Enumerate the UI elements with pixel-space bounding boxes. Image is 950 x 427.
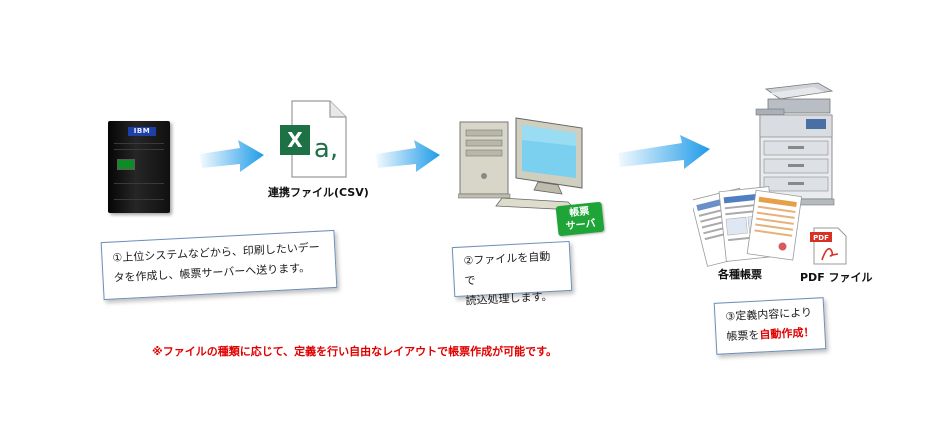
callout-text: ②ファイルを自動で xyxy=(463,249,551,288)
callout-step2: ②ファイルを自動で 読込処理します。 xyxy=(451,240,573,307)
printer-icon xyxy=(755,82,835,206)
desktop-pc-icon xyxy=(458,117,583,211)
server-divider xyxy=(114,183,164,184)
reports-label: 各種帳票 xyxy=(718,268,762,281)
excel-file-icon: X a, xyxy=(280,100,347,178)
callout-highlight: 自動作成！ xyxy=(759,325,815,342)
callout-step1: ①上位システムなどから、印刷したいデー タを作成し、帳票サーバーへ送ります。 xyxy=(100,229,338,301)
server-divider xyxy=(114,199,164,200)
callout-text: 読込処理します。 xyxy=(465,289,553,308)
server-divider xyxy=(114,143,164,144)
csv-file-label: 連携ファイル(CSV) xyxy=(268,186,369,199)
footnote: ※ファイルの種類に応じて、定義を行い自由なレイアウトで帳票作成が可能です。 xyxy=(152,345,558,358)
excel-letter: X xyxy=(287,128,303,152)
report-server-badge: 帳票 サーバ xyxy=(555,201,605,237)
server-divider xyxy=(114,149,164,150)
callout-step3: ③定義内容により 帳票を自動作成！ xyxy=(713,297,827,355)
arrow-right-icon xyxy=(376,140,440,172)
ibm-server-icon: IBM xyxy=(108,121,170,213)
pdf-file-icon: PDF xyxy=(810,227,847,265)
pdf-file-label: PDF ファイル xyxy=(800,271,873,284)
server-logo: IBM xyxy=(128,127,156,136)
arrow-right-icon xyxy=(618,135,710,169)
arrow-right-icon xyxy=(200,140,264,172)
pdf-tag: PDF xyxy=(813,234,829,242)
report-documents-icon xyxy=(693,186,803,267)
excel-accent: a, xyxy=(314,134,338,164)
callout-text: 帳票を自動作成！ xyxy=(726,323,815,348)
callout-text-prefix: 帳票を xyxy=(726,328,760,344)
server-display xyxy=(117,159,135,170)
